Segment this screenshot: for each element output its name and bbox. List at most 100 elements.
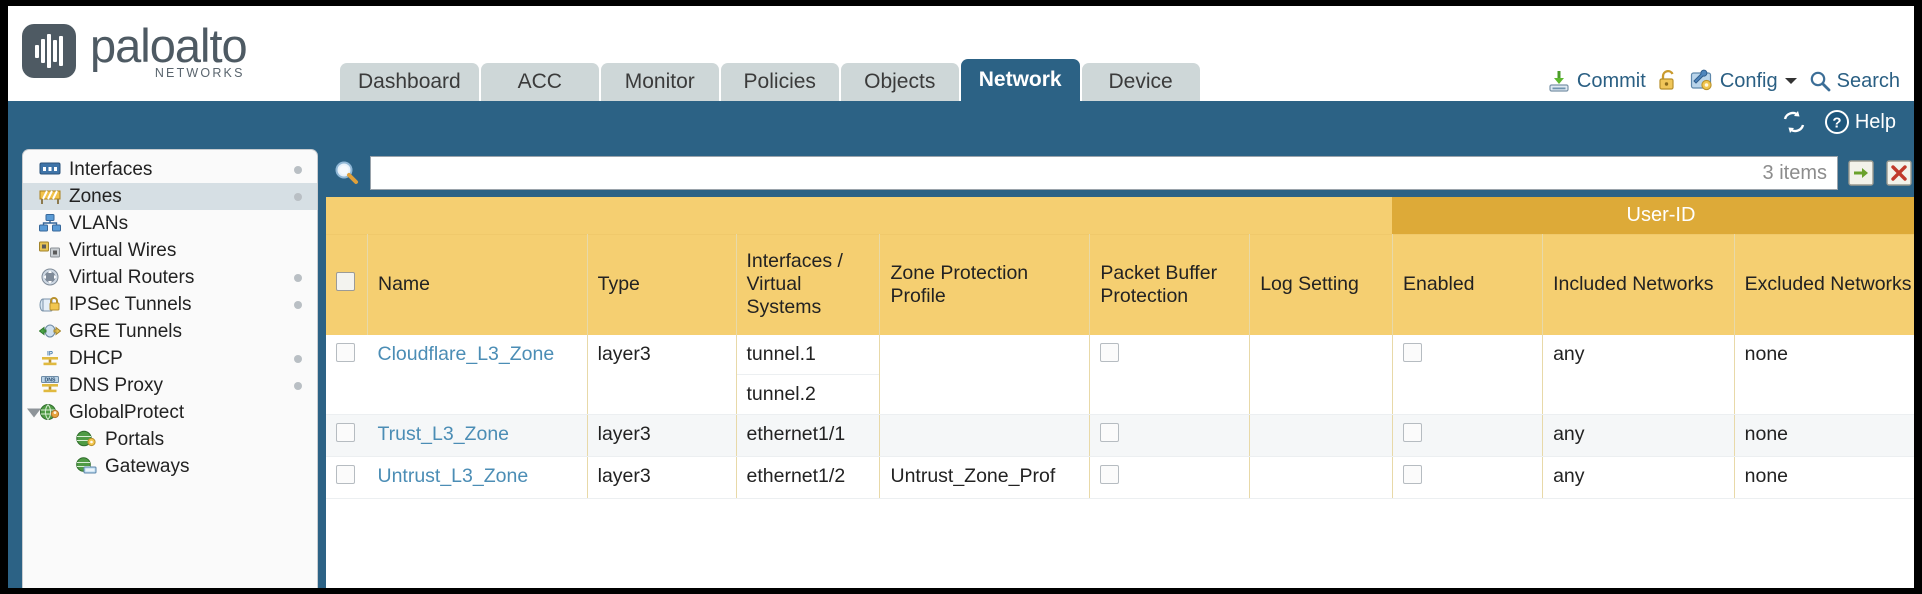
cell-excluded-networks: none xyxy=(1734,414,1914,457)
cell-excluded-networks: none xyxy=(1734,456,1914,499)
table-header-enabled[interactable]: Enabled xyxy=(1392,234,1544,335)
sidebar-item-label: Gateways xyxy=(105,455,190,477)
zones-icon xyxy=(39,187,61,207)
row-select-checkbox[interactable] xyxy=(336,422,355,442)
clear-filter-button[interactable] xyxy=(1884,158,1914,188)
cell-log-setting xyxy=(1249,334,1393,415)
select-all-header-cell xyxy=(326,234,368,335)
nav-tab-device[interactable]: Device xyxy=(1081,63,1200,101)
commit-button[interactable]: Commit xyxy=(1547,69,1646,93)
search-filter-icon[interactable] xyxy=(332,158,362,188)
sidebar-item-dhcp[interactable]: IP DHCP xyxy=(23,345,317,372)
cell-userid-enabled xyxy=(1392,414,1544,457)
zone-name-link[interactable]: Untrust_L3_Zone xyxy=(377,464,529,487)
table-group-header-spacer xyxy=(326,197,1393,235)
cell-log-setting xyxy=(1249,414,1393,457)
packet-buffer-protection-checkbox[interactable] xyxy=(1100,422,1120,442)
sidebar-item-vlans[interactable]: VLANs xyxy=(23,210,317,237)
nav-tab-network[interactable]: Network xyxy=(960,59,1080,101)
sidebar-item-zones[interactable]: Zones xyxy=(23,183,317,210)
table-header-type[interactable]: Type xyxy=(587,234,737,335)
userid-enabled-checkbox[interactable] xyxy=(1402,464,1422,484)
commit-icon xyxy=(1547,69,1571,93)
help-link[interactable]: ? Help xyxy=(1824,109,1896,135)
ipsec-tunnels-icon xyxy=(39,295,61,315)
row-select-checkbox[interactable] xyxy=(336,464,355,484)
userid-enabled-checkbox[interactable] xyxy=(1402,422,1422,442)
table-header-included-networks[interactable]: Included Networks xyxy=(1542,234,1735,335)
dhcp-icon: IP xyxy=(39,349,61,369)
brand-logo-text: paloalto NETWORKS xyxy=(90,22,248,81)
packet-buffer-protection-checkbox[interactable] xyxy=(1100,342,1120,362)
cell-log-setting xyxy=(1249,456,1393,499)
vlans-icon xyxy=(39,213,61,234)
zone-name-link[interactable]: Trust_L3_Zone xyxy=(377,422,510,445)
table-header-packet-buffer-protection[interactable]: Packet Buffer Protection xyxy=(1089,234,1251,335)
cell-zone-protection-profile xyxy=(879,334,1091,415)
nav-tab-policies[interactable]: Policies xyxy=(720,63,839,101)
nav-tab-monitor[interactable]: Monitor xyxy=(600,63,719,101)
cell-excluded-networks: none xyxy=(1734,334,1914,415)
portals-icon xyxy=(75,430,97,450)
config-label: Config xyxy=(1719,69,1778,92)
table-header-name[interactable]: Name xyxy=(367,234,588,335)
sidebar-item-globalprotect[interactable]: GlobalProtect xyxy=(23,399,317,426)
select-all-checkbox[interactable] xyxy=(336,272,355,292)
paloalto-logo-icon xyxy=(22,24,76,78)
main-content: 3 items xyxy=(326,149,1914,588)
table-header-excluded-networks[interactable]: Excluded Networks xyxy=(1734,234,1914,335)
nav-tab-dashboard[interactable]: Dashboard xyxy=(340,63,479,101)
sidebar-item-gre-tunnels[interactable]: GRE Tunnels xyxy=(23,318,317,345)
sidebar-item-label: DHCP xyxy=(69,347,123,369)
search-input-wrapper[interactable]: 3 items xyxy=(370,156,1838,190)
search-icon xyxy=(1809,70,1831,92)
userid-enabled-checkbox[interactable] xyxy=(1402,342,1422,362)
interfaces-icon xyxy=(39,160,61,180)
cell-zone-protection-profile: Untrust_Zone_Prof xyxy=(879,456,1091,499)
sidebar-item-label: VLANs xyxy=(69,212,129,234)
nav-tab-label: ACC xyxy=(517,70,562,93)
table-header-log-setting[interactable]: Log Setting xyxy=(1249,234,1393,335)
sidebar-item-label: IPSec Tunnels xyxy=(69,293,192,315)
cell-packet-buffer-protection xyxy=(1089,456,1251,499)
help-label: Help xyxy=(1854,110,1896,133)
table-header-interfaces-virtual-systems[interactable]: Interfaces / Virtual Systems xyxy=(736,234,881,335)
nav-tab-objects[interactable]: Objects xyxy=(840,63,959,101)
svg-text:IP: IP xyxy=(47,351,53,357)
config-dropdown[interactable]: Config xyxy=(1690,69,1798,93)
search-button[interactable]: Search xyxy=(1809,70,1900,93)
sidebar-item-virtual-routers[interactable]: Virtual Routers xyxy=(23,264,317,291)
zone-name-link[interactable]: Cloudflare_L3_Zone xyxy=(377,342,555,365)
refresh-icon[interactable] xyxy=(1780,109,1808,135)
apply-filter-button[interactable] xyxy=(1846,158,1876,188)
sidebar-item-gateways[interactable]: Gateways xyxy=(23,453,317,480)
cell-name: Cloudflare_L3_Zone xyxy=(367,334,588,415)
sidebar-item-portals[interactable]: Portals xyxy=(23,426,317,453)
expand-triangle-icon[interactable] xyxy=(27,408,41,417)
help-icon: ? xyxy=(1824,109,1850,135)
gre-tunnels-icon xyxy=(39,322,61,342)
nav-tab-label: Network xyxy=(978,68,1062,91)
sidebar-item-interfaces[interactable]: Interfaces xyxy=(23,156,317,183)
packet-buffer-protection-checkbox[interactable] xyxy=(1100,464,1120,484)
sidebar-item-status-dot xyxy=(294,354,302,363)
table-header-zone-protection-profile[interactable]: Zone Protection Profile xyxy=(879,234,1091,335)
row-select-checkbox[interactable] xyxy=(336,342,355,362)
sidebar-item-virtual-wires[interactable]: Virtual Wires xyxy=(23,237,317,264)
nav-tab-label: Monitor xyxy=(624,70,695,93)
interface-entry: tunnel.2 xyxy=(746,382,816,405)
top-actions: Commit Config xyxy=(1547,69,1900,93)
top-header-bar: paloalto NETWORKS Dashboard ACC Monitor Pol… xyxy=(8,6,1914,101)
sidebar-item-ipsec-tunnels[interactable]: IPSec Tunnels xyxy=(23,291,317,318)
nav-tab-acc[interactable]: ACC xyxy=(480,63,599,101)
lock-icon[interactable] xyxy=(1657,69,1679,93)
